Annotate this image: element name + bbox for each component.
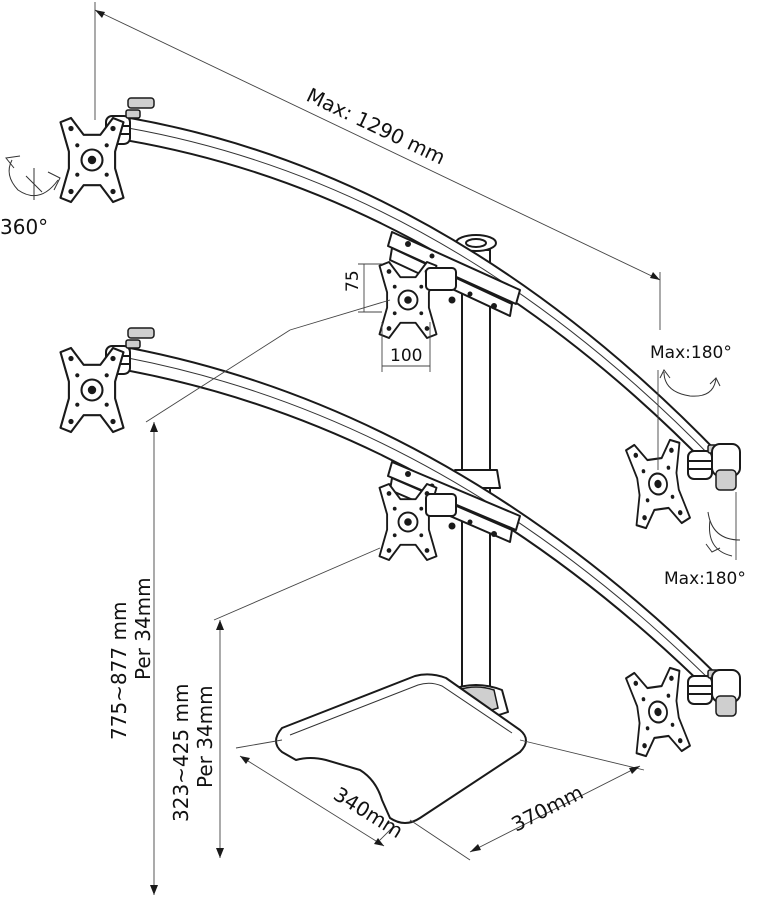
- height-dimension-lower: 323~425 mm Per 34mm: [169, 547, 381, 858]
- upper-arm: [105, 97, 741, 491]
- vesa-plate-top-left: [59, 116, 125, 204]
- height-lower-range-label: 323~425 mm: [169, 684, 193, 822]
- width-dimension: Max: 1290 mm: [94, 2, 661, 330]
- height-upper-range-label: 775~877 mm: [107, 602, 131, 740]
- height-lower-step-label: Per 34mm: [193, 685, 217, 788]
- tilt-indicator-lower: Max:180°: [664, 492, 746, 589]
- vesa-plate-bottom-right: [624, 665, 692, 759]
- vesa-height-label: 75: [343, 270, 363, 292]
- base-plate: [275, 673, 527, 824]
- rotation-indicator: 360°: [0, 155, 61, 239]
- vesa-dimensions: 75 100: [343, 263, 431, 372]
- tilt-lower-label: Max:180°: [664, 569, 746, 589]
- base-width-label: 370mm: [507, 780, 587, 836]
- width-max-label: Max: 1290 mm: [303, 83, 449, 170]
- height-dimension-upper: 775~877 mm Per 34mm: [107, 299, 391, 895]
- tilt-indicator-upper: Max:180°: [650, 343, 732, 470]
- center-adapters: [425, 267, 457, 530]
- tilt-upper-label: Max:180°: [650, 343, 732, 363]
- vesa-plate-bottom-left: [59, 346, 125, 434]
- vesa-width-label: 100: [390, 346, 422, 366]
- rotation-label: 360°: [0, 215, 48, 239]
- height-upper-step-label: Per 34mm: [131, 577, 155, 680]
